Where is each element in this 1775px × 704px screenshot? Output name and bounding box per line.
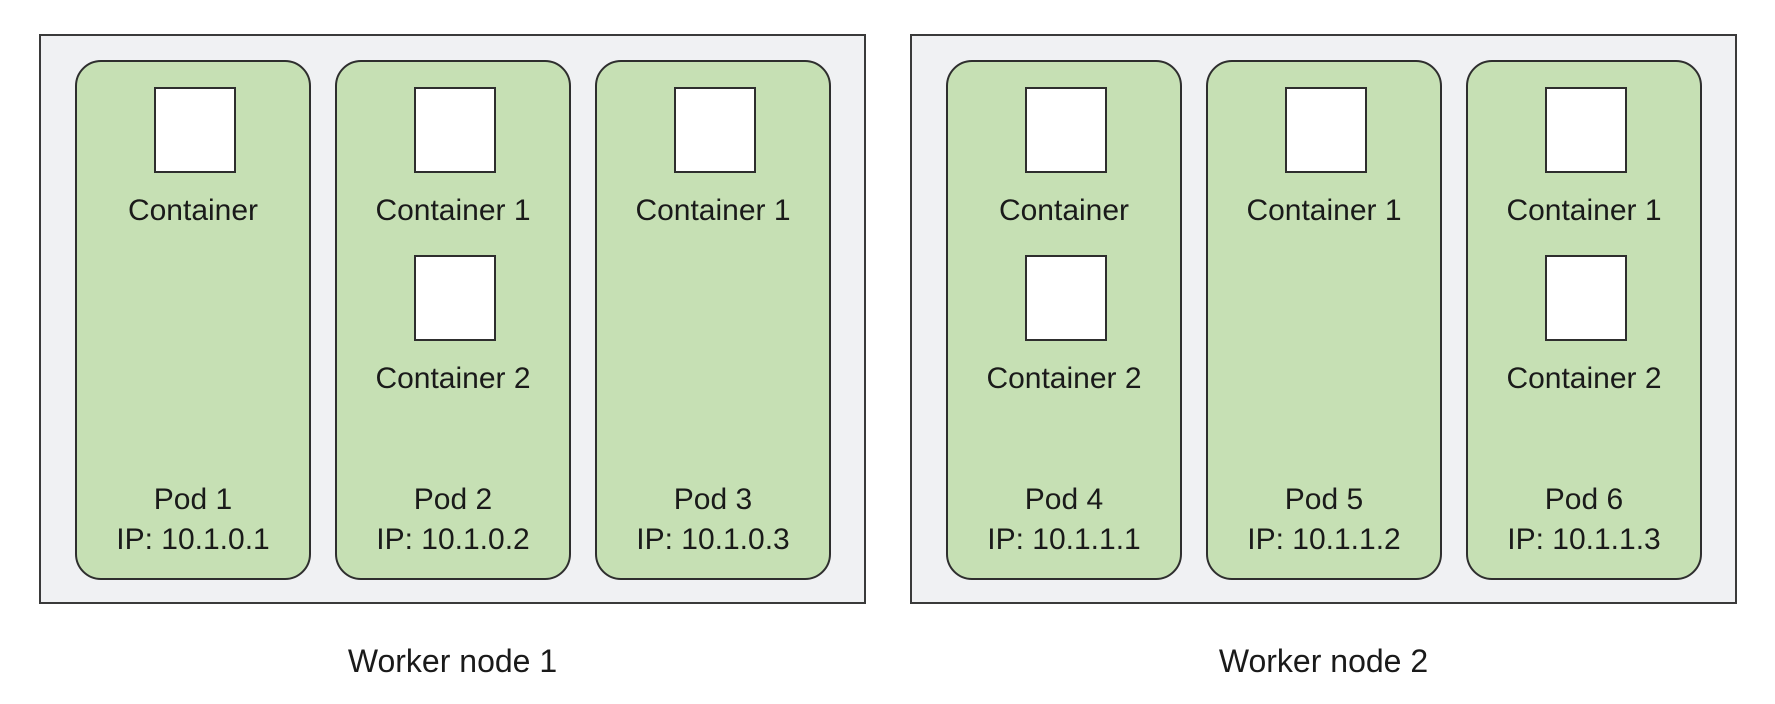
worker-node-1: Container Pod 1 IP: 10.1.0.1 Container 1… — [39, 34, 866, 604]
container-label: Container 1 — [375, 194, 531, 227]
pod-ip: IP: 10.1.1.2 — [1247, 523, 1401, 556]
pod-name: Pod 2 — [413, 483, 493, 516]
pod-5: Container 1 Pod 5 IP: 10.1.1.2 — [1206, 60, 1442, 580]
pod-ip: IP: 10.1.1.1 — [987, 523, 1141, 556]
container-box — [414, 255, 496, 341]
pod-4: Container Container 2 Pod 4 IP: 10.1.1.1 — [946, 60, 1182, 580]
worker-node-2-label: Worker node 2 — [1218, 643, 1429, 679]
container-label: Container — [998, 194, 1130, 227]
container-box — [1025, 87, 1107, 173]
pod-1: Container Pod 1 IP: 10.1.0.1 — [75, 60, 311, 580]
container-box — [154, 87, 236, 173]
pod-name: Pod 5 — [1284, 483, 1364, 516]
pod-3-container-1: Container 1 — [597, 87, 829, 237]
pod-6-container-1: Container 1 — [1468, 87, 1700, 237]
container-box — [1545, 255, 1627, 341]
pod-ip: IP: 10.1.0.2 — [376, 523, 530, 556]
container-label: Container 2 — [986, 362, 1142, 395]
container-label: Container 1 — [635, 194, 791, 227]
container-box — [674, 87, 756, 173]
pod-ip: IP: 10.1.0.3 — [636, 523, 790, 556]
pod-6: Container 1 Container 2 Pod 6 IP: 10.1.1… — [1466, 60, 1702, 580]
pod-6-container-2: Container 2 — [1468, 255, 1700, 405]
pod-name: Pod 6 — [1544, 483, 1624, 516]
pod-name: Pod 4 — [1024, 483, 1104, 516]
container-box — [1285, 87, 1367, 173]
container-label: Container — [127, 194, 259, 227]
pod-ip: IP: 10.1.1.3 — [1507, 523, 1661, 556]
pod-name: Pod 1 — [153, 483, 233, 516]
pod-1-container: Container — [77, 87, 309, 237]
container-label: Container 1 — [1506, 194, 1662, 227]
container-label: Container 1 — [1246, 194, 1402, 227]
container-box — [1025, 255, 1107, 341]
container-label: Container 2 — [1506, 362, 1662, 395]
pod-3: Container 1 Pod 3 IP: 10.1.0.3 — [595, 60, 831, 580]
pod-4-container-2: Container 2 — [948, 255, 1180, 405]
worker-node-2: Container Container 2 Pod 4 IP: 10.1.1.1… — [910, 34, 1737, 604]
pod-2-container-1: Container 1 — [337, 87, 569, 237]
pod-2-container-2: Container 2 — [337, 255, 569, 405]
container-box — [414, 87, 496, 173]
pod-5-container-1: Container 1 — [1208, 87, 1440, 237]
worker-node-1-label: Worker node 1 — [347, 643, 558, 679]
pod-2: Container 1 Container 2 Pod 2 IP: 10.1.0… — [335, 60, 571, 580]
pod-4-container-1: Container — [948, 87, 1180, 237]
pod-name: Pod 3 — [673, 483, 753, 516]
container-label: Container 2 — [375, 362, 531, 395]
container-box — [1545, 87, 1627, 173]
pod-ip: IP: 10.1.0.1 — [116, 523, 270, 556]
